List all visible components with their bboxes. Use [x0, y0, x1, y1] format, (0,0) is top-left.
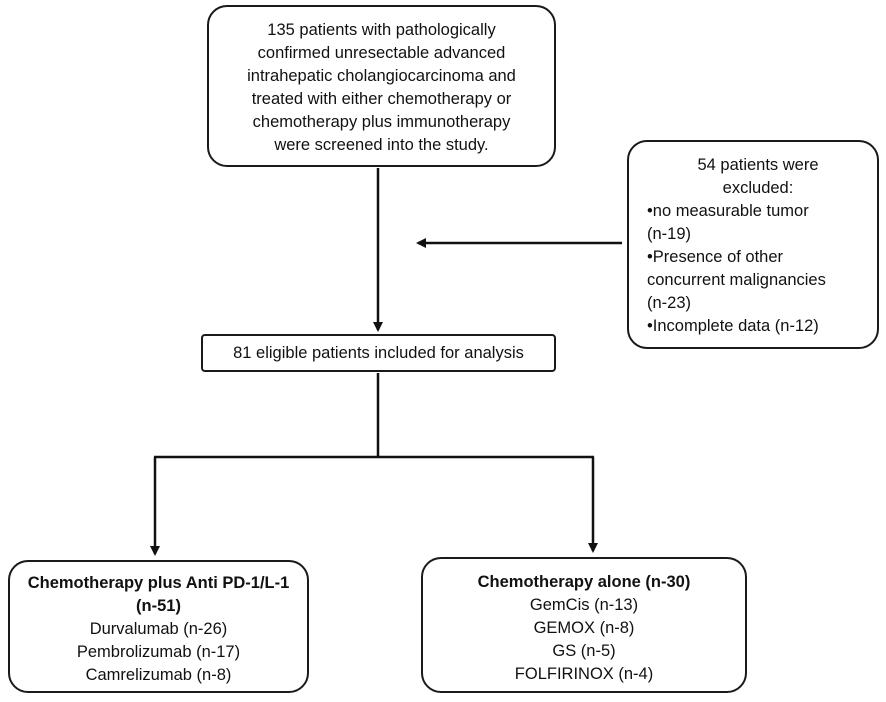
- excluded-reason: •Incomplete data (n-12): [647, 317, 819, 335]
- chemo-arm-item: GEMOX (n-8): [533, 619, 635, 637]
- combo-arm-title: (n-51): [136, 597, 181, 615]
- excluded-reason: (n-19): [647, 225, 692, 243]
- excluded-box: 54 patients were excluded: •no measurabl…: [627, 140, 879, 349]
- combo-arm-item: Durvalumab (n-26): [89, 620, 228, 638]
- excluded-reason: (n-23): [647, 294, 692, 312]
- eligible-box: 81 eligible patients included for analys…: [201, 334, 556, 372]
- screening-box: 135 patients with pathologically confirm…: [207, 5, 556, 167]
- excluded-reason: •no measurable tumor: [647, 202, 809, 220]
- combo-arm-title: Chemotherapy plus Anti PD-1/L-1: [27, 574, 290, 592]
- chemo-arm-item: GS (n-5): [552, 642, 616, 660]
- screening-line: intrahepatic cholangiocarcinoma and: [247, 67, 516, 85]
- chemo-arm-title: Chemotherapy alone (n-30): [477, 573, 691, 591]
- screening-line: chemotherapy plus immunotherapy: [252, 113, 511, 131]
- excluded-title: excluded:: [722, 179, 794, 197]
- excluded-title: 54 patients were: [697, 156, 819, 174]
- screening-line: confirmed unresectable advanced: [257, 44, 506, 62]
- combo-arm-item: Pembrolizumab (n-17): [76, 643, 241, 661]
- chemo-arm-box: Chemotherapy alone (n-30) GemCis (n-13) …: [421, 557, 747, 693]
- screening-line: were screened into the study.: [274, 136, 489, 154]
- screening-line: treated with either chemotherapy or: [251, 90, 512, 108]
- chemo-arm-item: GemCis (n-13): [529, 596, 639, 614]
- excluded-reason: •Presence of other: [647, 248, 784, 266]
- combo-arm-box: Chemotherapy plus Anti PD-1/L-1 (n-51) D…: [8, 560, 309, 693]
- excluded-reason: concurrent malignancies: [647, 271, 826, 289]
- combo-arm-item: Camrelizumab (n-8): [85, 666, 232, 684]
- chemo-arm-item: FOLFIRINOX (n-4): [514, 665, 654, 683]
- eligible-label: 81 eligible patients included for analys…: [233, 344, 524, 362]
- screening-line: 135 patients with pathologically: [267, 21, 496, 39]
